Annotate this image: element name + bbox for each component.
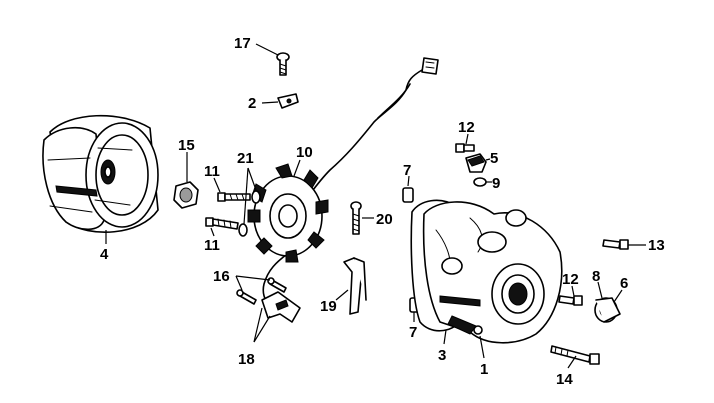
part-21-washer-upper [251, 190, 261, 204]
callout-14: 14 [556, 371, 573, 388]
callout-13: 13 [648, 237, 665, 254]
leader-18b [253, 315, 271, 343]
leader-14 [567, 355, 577, 369]
part-12-bolt-upper [455, 143, 475, 153]
callout-18: 18 [238, 351, 255, 368]
callout-15: 15 [178, 137, 195, 154]
part-6-cap [594, 297, 621, 323]
callout-7-upper: 7 [403, 162, 411, 179]
callout-17: 17 [234, 35, 251, 52]
callout-12-lower: 12 [562, 271, 579, 288]
leader-16a [235, 275, 243, 291]
callout-8: 8 [592, 268, 600, 285]
callout-6: 6 [620, 275, 628, 292]
part-1-crankcase-cover [422, 201, 563, 344]
part-11-bolt-upper [217, 192, 251, 202]
part-2-clamp [277, 93, 299, 109]
part-4-flywheel [42, 114, 159, 233]
leader-3 [443, 329, 447, 345]
leader-21b [243, 167, 249, 225]
leader-10 [293, 159, 301, 177]
part-11-bolt-lower [205, 217, 239, 230]
part-10-stator [247, 163, 329, 263]
leader-2 [261, 101, 279, 104]
callout-16: 16 [213, 268, 230, 285]
part-5-plug [465, 153, 487, 173]
part-12-bolt-lower [558, 295, 583, 306]
part-21-washer-lower [238, 223, 248, 237]
part-16-screws [236, 277, 287, 305]
leader-16b [235, 275, 271, 281]
leader-12-upper [465, 133, 469, 145]
leader-8 [597, 281, 603, 299]
callout-12-upper: 12 [458, 119, 475, 136]
callout-11-upper: 11 [204, 163, 220, 180]
callout-10: 10 [296, 144, 313, 161]
part-18-bracket [261, 291, 301, 323]
callout-11-lower: 11 [204, 237, 220, 254]
callout-7-lower: 7 [409, 324, 417, 341]
leader-12-lower [571, 285, 575, 297]
callout-21: 21 [237, 150, 254, 167]
callout-3: 3 [438, 347, 446, 364]
part-15-nut [173, 181, 199, 209]
leader-18a [253, 307, 263, 343]
callout-4: 4 [100, 246, 109, 263]
leader-17 [255, 43, 279, 56]
leader-7-upper [407, 175, 410, 187]
part-19-bracket [343, 257, 367, 315]
leader-21a [247, 167, 257, 191]
part-9-o-ring [473, 177, 487, 187]
part-17-bolt [276, 52, 290, 76]
part-7-dowel-upper [402, 187, 414, 203]
callout-1: 1 [480, 361, 488, 378]
leader-11-lower [210, 227, 215, 237]
leader-11-upper [213, 177, 221, 193]
part-20-bolt [350, 201, 362, 235]
part-14-bolt [550, 345, 600, 365]
part-13-bolt [602, 239, 629, 250]
callout-20: 20 [376, 211, 393, 228]
callout-9: 9 [492, 175, 500, 192]
leader-1 [479, 335, 485, 359]
callout-2: 2 [248, 95, 256, 112]
leader-19 [335, 289, 349, 301]
leader-6 [613, 289, 623, 303]
callout-5: 5 [490, 150, 498, 167]
wire-harness [262, 57, 439, 307]
leader-5 [485, 158, 491, 161]
callout-19: 19 [320, 298, 337, 315]
